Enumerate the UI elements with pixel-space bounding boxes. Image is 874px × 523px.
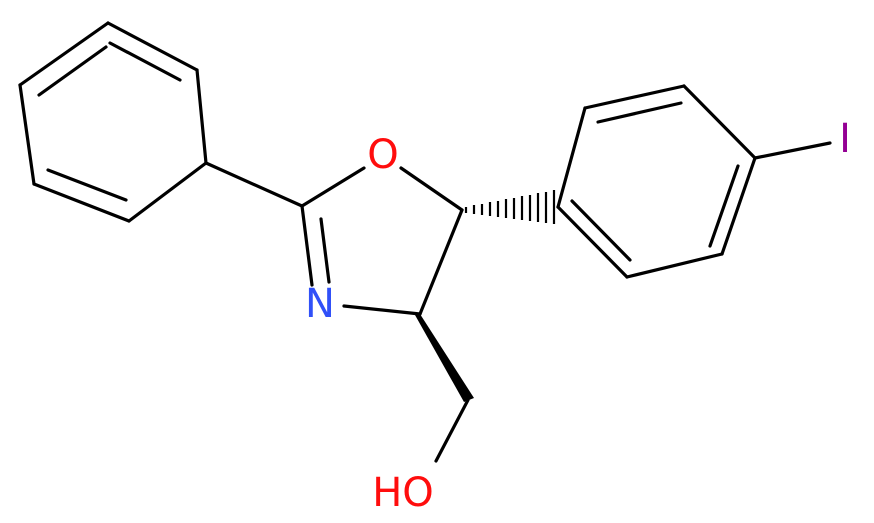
phenyl-ring — [18, 21, 208, 223]
iodine-atom-label: I — [839, 116, 851, 162]
oxygen-atom-label: O — [367, 132, 398, 178]
bond — [625, 252, 724, 279]
double-bond — [319, 217, 331, 284]
hashed-wedge-bond — [464, 190, 556, 224]
bond — [18, 83, 36, 186]
bond — [127, 161, 208, 223]
solid-wedge-bond — [415, 314, 474, 402]
aromatic-bond — [46, 168, 128, 202]
bond — [399, 166, 464, 212]
double-bond — [300, 204, 314, 287]
bond — [300, 166, 366, 208]
bond — [195, 68, 208, 165]
bond — [583, 84, 686, 110]
bond — [342, 304, 422, 316]
aromatic-bond — [596, 101, 683, 124]
aromatic-bond — [570, 199, 632, 262]
bond — [556, 106, 587, 209]
bond — [32, 182, 131, 223]
bond — [434, 398, 470, 463]
aromatic-bond — [108, 41, 182, 82]
aromatic-bond — [37, 45, 108, 97]
nitrogen-atom-label: N — [305, 281, 335, 327]
bond — [418, 208, 464, 316]
aromatic-bond — [708, 164, 740, 248]
bond — [556, 205, 629, 279]
bond — [204, 161, 304, 208]
bond — [682, 84, 757, 160]
hydroxyl-group-label: HO — [372, 470, 434, 516]
bond — [18, 21, 110, 87]
oxazoline-ring — [300, 166, 464, 316]
bond — [106, 21, 199, 72]
iodophenyl-ring — [556, 84, 757, 279]
bond — [753, 141, 832, 160]
bond — [720, 156, 757, 256]
